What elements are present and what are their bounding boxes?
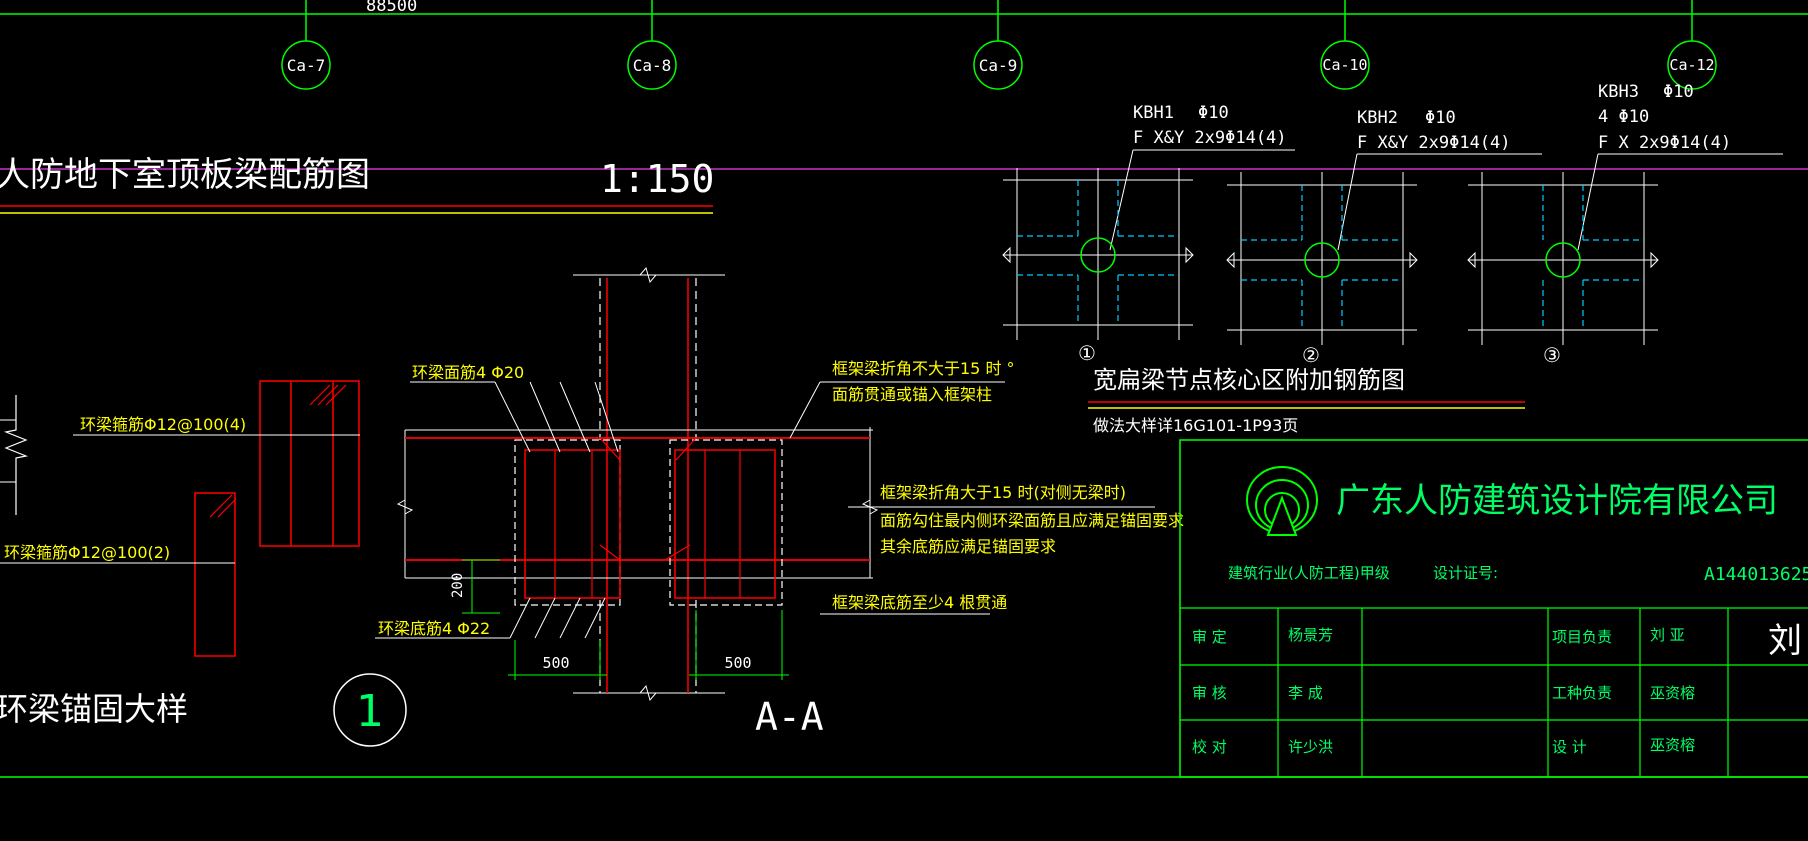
qualification: 建筑行业(人防工程)甲级 [1228,564,1390,582]
axis-bubble-ca10: Ca-10 [1320,0,1370,90]
note1-line2: 面筋贯通或锚入框架柱 [832,385,992,404]
detail-number: 1 [356,686,384,737]
role: 审 核 [1192,684,1227,702]
role: 项目负责 [1552,628,1612,646]
main-title-block: 人防地下室顶板梁配筋图 1:150 [0,155,714,214]
scale-label: 1:150 [600,157,714,201]
company-name: 广东人防建筑设计院有限公司 [1336,481,1778,521]
axis-bubble-ca12: Ca-12 [1667,0,1717,90]
signoff-row: 审 定 杨景芳 项目负责 刘 亚 刘 [1192,621,1802,661]
axis-label: Ca-9 [979,56,1018,75]
section-a-a: 环梁面筋4 Φ20 环梁底筋4 Φ22 200 500 500 A-A [375,266,879,739]
kbh-extra: 4 Φ10 [1598,107,1649,127]
axis-bubble-ca9: Ca-9 [973,0,1023,90]
bottom-bar-label: 环梁底筋4 Φ22 [378,619,490,638]
kbh-number: ② [1302,343,1320,367]
axis-label: Ca-12 [1669,56,1714,74]
note3: 框架梁底筋至少4 根贯通 [832,593,1007,612]
axis-label: Ca-8 [633,56,672,75]
kbh-name: KBH1 [1133,103,1174,123]
axis-bubble-ca7: Ca-7 [281,0,331,90]
axis-bubble-ca8: Ca-8 [627,0,677,90]
dim-500-right: 500 [724,654,751,672]
detail-title: 环梁锚固大样 [0,690,188,728]
role: 校 对 [1192,738,1227,756]
main-title: 人防地下室顶板梁配筋图 [0,155,370,195]
title-block: 广东人防建筑设计院有限公司 建筑行业(人防工程)甲级 设计证号: A144013… [1179,439,1808,778]
cert-label: 设计证号: [1433,564,1498,582]
signoff-row: 校 对 许少洪 设 计 巫资榕 [1192,736,1695,756]
note2-line2: 面筋勾住最内侧环梁面筋且应满足锚固要求 [880,511,1184,530]
ring-beam-elevation: 环梁箍筋Φ12@100(4) 环梁箍筋Φ12@100(2) [0,380,360,657]
person-name: 杨景芳 [1288,626,1333,644]
signoff-row: 审 核 李 成 工种负责 巫资榕 [1192,684,1695,702]
person-name: 巫资榕 [1650,684,1695,702]
kbh-dia: Φ10 [1425,108,1456,128]
role: 工种负责 [1552,684,1612,702]
note2-line1: 框架梁折角大于15 时(对侧无梁时) [880,483,1126,502]
kbh-joint-3: KBH3 Φ10 4 Φ10 F X 2x9Φ14(4) ③ [1467,82,1783,367]
axis-label: Ca-10 [1322,56,1367,74]
person-name: 李 成 [1288,684,1323,702]
kbh-spec: F X&Y 2x9Φ14(4) [1357,133,1511,153]
stirrup-4-label: 环梁箍筋Φ12@100(4) [80,415,246,434]
top-bar-label: 环梁面筋4 Φ20 [412,363,524,382]
person-name: 巫资榕 [1650,736,1695,754]
kbh-dia: Φ10 [1663,82,1694,102]
kbh-joint-2: KBH2 Φ10 F X&Y 2x9Φ14(4) ② [1226,108,1542,367]
kbh-dia: Φ10 [1198,103,1229,123]
axis-grid: 88500 Ca-7 Ca-8 Ca-9 Ca-10 Ca-12 [0,0,1808,90]
kbh-spec: F X&Y 2x9Φ14(4) [1133,128,1287,148]
kbh-number: ③ [1543,343,1561,367]
person-name: 许少洪 [1288,738,1333,756]
note1-line1: 框架梁折角不大于15 时 ° [832,359,1015,378]
joint-reference: 做法大样详16G101-1P93页 [1093,416,1298,435]
note2-line3: 其余底筋应满足锚固要求 [880,537,1056,556]
dim-200: 200 [450,573,466,598]
kbh-number: ① [1078,341,1096,365]
kbh-name: KBH2 [1357,108,1398,128]
joint-title: 宽扁梁节点核心区附加钢筋图 [1093,366,1405,394]
dim-500-left: 500 [542,654,569,672]
person-name: 刘 亚 [1650,626,1685,644]
company-logo-icon [1246,466,1318,536]
section-notes: 框架梁折角不大于15 时 ° 面筋贯通或锚入框架柱 框架梁折角大于15 时(对侧… [789,359,1184,615]
kbh-name: KBH3 [1598,82,1639,102]
stirrup-2-label: 环梁箍筋Φ12@100(2) [4,543,170,562]
role: 设 计 [1552,738,1587,756]
cert-number: A144013625 [1704,564,1808,585]
axis-label: Ca-7 [287,56,326,75]
signature: 刘 [1768,621,1802,661]
kbh-joint-1: KBH1 Φ10 F X&Y 2x9Φ14(4) ① [1002,103,1295,365]
section-label: A-A [755,695,824,739]
joint-title-block: 宽扁梁节点核心区附加钢筋图 做法大样详16G101-1P93页 [1088,366,1525,435]
kbh-spec: F X 2x9Φ14(4) [1598,133,1731,153]
detail-title-block: 环梁锚固大样 1 [0,673,1808,778]
top-dimension: 88500 [366,0,417,16]
role: 审 定 [1192,628,1227,646]
